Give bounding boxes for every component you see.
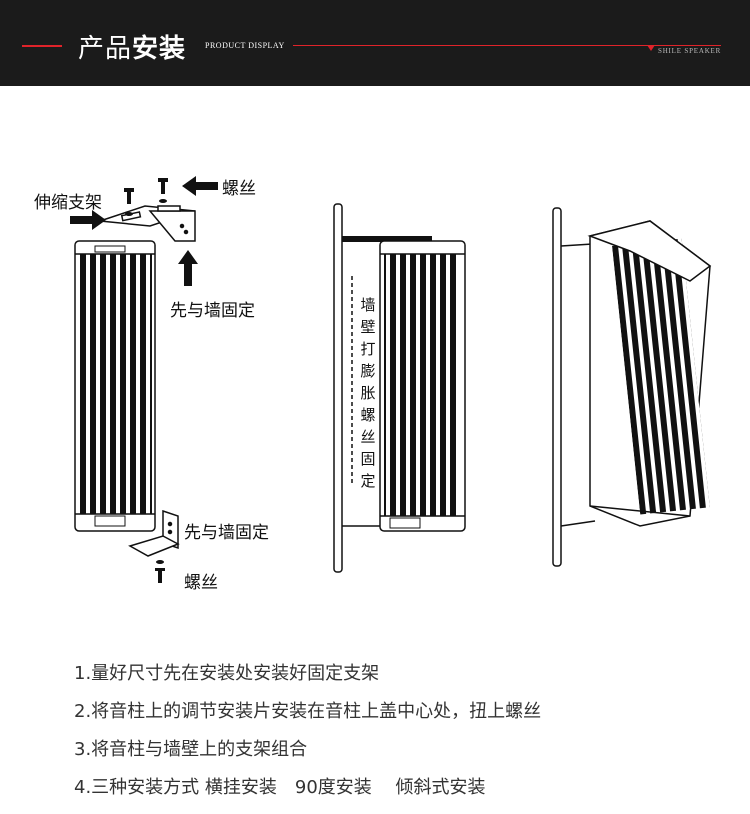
label-screw-bottom: 螺丝: [184, 573, 218, 593]
speaker-wall-view: [333, 203, 466, 573]
screw-bottom-icon: [155, 560, 165, 583]
speaker-front-view: [74, 240, 156, 532]
page-title: 产品安装: [78, 28, 186, 65]
header-subtitle: PRODUCT DISPLAY: [205, 41, 285, 50]
arrow-icons: [70, 176, 218, 286]
step-item: 4.三种安装方式 横挂安装 90度安装 倾斜式安装: [74, 777, 486, 798]
header-left-dash: [22, 45, 62, 47]
label-screw-top: 螺丝: [222, 179, 256, 199]
bottom-bracket: [128, 509, 180, 557]
screw-icon: [124, 178, 168, 216]
header-triangle-marker: [647, 45, 655, 51]
installation-illustration: [70, 176, 712, 583]
title-light: 产品: [78, 34, 133, 64]
header-banner: 产品安装 PRODUCT DISPLAY SHILE SPEAKER: [0, 0, 750, 86]
title-bold: 安装: [132, 34, 187, 64]
step-item: 2.将音柱上的调节安装片安装在音柱上盖中心处，扭上螺丝: [74, 701, 542, 722]
label-bracket: 伸缩支架: [34, 193, 102, 213]
top-bracket: [99, 205, 196, 242]
installation-steps: 1.量好尺寸先在安装处安装好固定支架 2.将音柱上的调节安装片安装在音柱上盖中心…: [74, 655, 734, 807]
header-right-line: [293, 45, 721, 46]
label-wall-fix: 墙壁打膨胀螺丝固定: [358, 294, 378, 492]
header-brand: SHILE SPEAKER: [658, 47, 722, 55]
step-item: 3.将音柱与墙壁上的支架组合: [74, 739, 308, 760]
speaker-tilted-view: [552, 207, 712, 567]
installation-diagram: 伸缩支架 螺丝 先与墙固定 先与墙固定 螺丝 墙壁打膨胀螺丝固定: [0, 86, 750, 646]
label-fix-bottom: 先与墙固定: [184, 523, 269, 543]
step-item: 1.量好尺寸先在安装处安装好固定支架: [74, 663, 380, 684]
label-fix-top: 先与墙固定: [170, 301, 255, 321]
